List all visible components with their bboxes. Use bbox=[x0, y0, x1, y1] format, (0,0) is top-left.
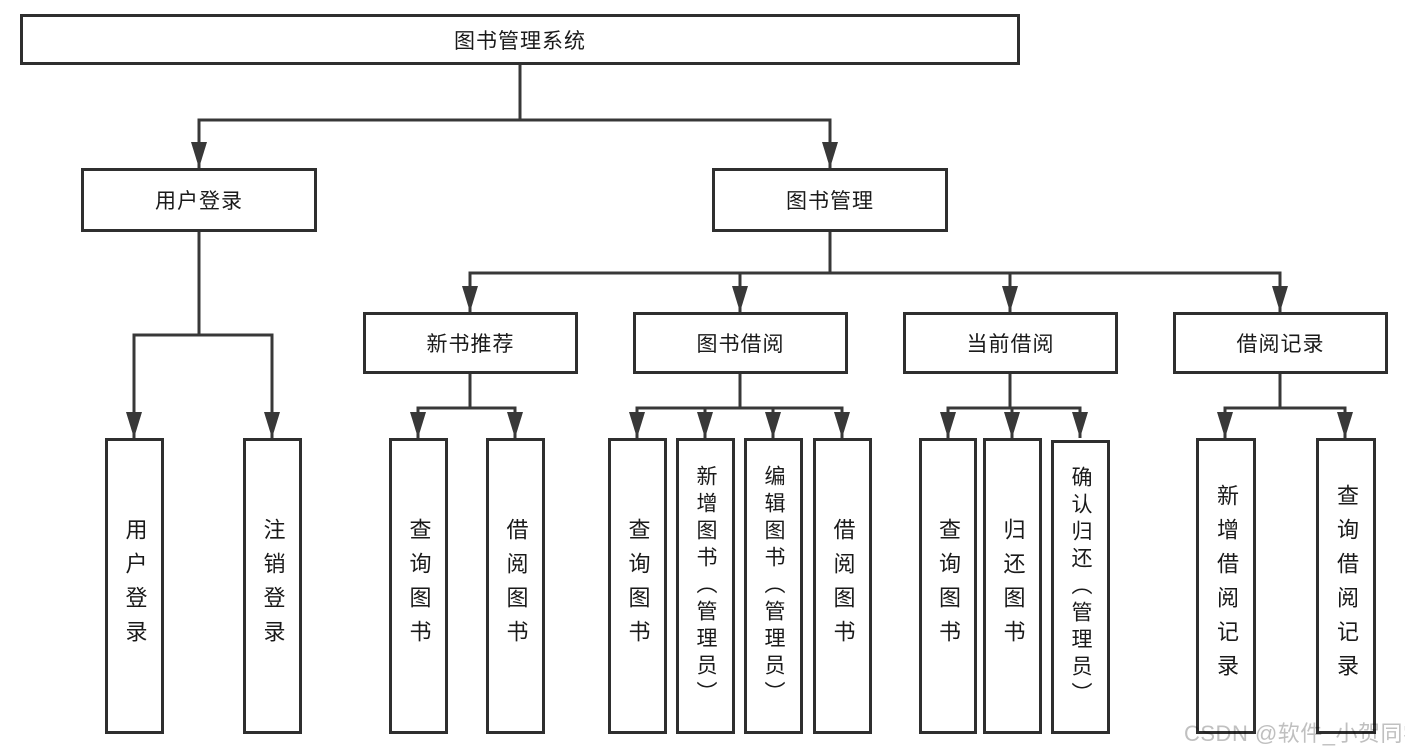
connector-edges bbox=[132, 65, 1347, 438]
node-label: 新增借阅记录 bbox=[1214, 484, 1239, 688]
leaf-query-books-current: 查询图书 bbox=[919, 438, 977, 734]
node-label: 用户登录 bbox=[155, 190, 243, 213]
edge-new-book-rec-to-leaves bbox=[416, 374, 517, 438]
arrowhead-icon bbox=[822, 142, 838, 168]
arrowhead-icon bbox=[126, 412, 142, 438]
leaf-add-borrow-record: 新增借阅记录 bbox=[1196, 438, 1256, 734]
leaf-query-books-recommend: 查询图书 bbox=[389, 438, 448, 734]
leaf-confirm-return-admin: 确认归还（管理员） bbox=[1051, 440, 1110, 734]
node-label: 新书推荐 bbox=[426, 333, 515, 356]
node-library-management-system: 图书管理系统 bbox=[20, 14, 1020, 65]
arrowhead-icon bbox=[1217, 412, 1233, 438]
node-label: 查询图书 bbox=[936, 518, 961, 654]
node-label: 图书借阅 bbox=[696, 333, 785, 356]
leaf-borrow-books-recommend: 借阅图书 bbox=[486, 438, 545, 734]
node-label: 当前借阅 bbox=[966, 333, 1055, 356]
node-label: 编辑图书（管理员） bbox=[762, 464, 785, 708]
node-label: 查询图书 bbox=[406, 518, 432, 654]
node-label: 借阅记录 bbox=[1236, 333, 1325, 356]
arrowhead-icon bbox=[1337, 412, 1353, 438]
arrowhead-icon bbox=[1072, 412, 1088, 438]
leaf-logout: 注销登录 bbox=[243, 438, 302, 734]
arrowhead-icon bbox=[507, 412, 523, 438]
leaf-add-book-admin: 新增图书（管理员） bbox=[676, 438, 735, 734]
leaf-borrow-books: 借阅图书 bbox=[813, 438, 872, 734]
csdn-watermark: CSDN @软件_小贺同学 bbox=[1184, 721, 1405, 746]
node-label: 确认归还（管理员） bbox=[1069, 465, 1092, 709]
edge-book-mgmt-to-level3 bbox=[468, 232, 1282, 312]
node-label: 注销登录 bbox=[260, 518, 286, 654]
arrowhead-icon bbox=[410, 412, 426, 438]
node-new-book-recommend: 新书推荐 bbox=[363, 312, 578, 374]
leaf-return-books: 归还图书 bbox=[983, 438, 1042, 734]
arrowhead-icon bbox=[1004, 412, 1020, 438]
arrowhead-icon bbox=[1272, 286, 1288, 312]
edge-book-borrow-to-leaves bbox=[635, 374, 844, 438]
node-user-login: 用户登录 bbox=[81, 168, 317, 232]
node-label: 图书管理系统 bbox=[454, 29, 586, 53]
node-label: 查询借阅记录 bbox=[1334, 484, 1359, 688]
leaf-edit-book-admin: 编辑图书（管理员） bbox=[744, 438, 803, 734]
arrowhead-icon bbox=[1002, 286, 1018, 312]
node-label: 归还图书 bbox=[1000, 518, 1026, 654]
leaf-query-borrow-record: 查询借阅记录 bbox=[1316, 438, 1376, 734]
leaf-user-login: 用户登录 bbox=[105, 438, 164, 734]
node-label: 查询图书 bbox=[625, 518, 651, 654]
node-book-management: 图书管理 bbox=[712, 168, 948, 232]
node-label: 图书管理 bbox=[786, 190, 874, 213]
arrowhead-icon bbox=[765, 412, 781, 438]
edge-root-to-level2 bbox=[197, 65, 832, 168]
arrowhead-icon bbox=[940, 412, 956, 438]
edge-user-login-to-leaves bbox=[132, 232, 274, 438]
arrowhead-icon bbox=[264, 412, 280, 438]
leaf-query-books-borrow: 查询图书 bbox=[608, 438, 667, 734]
node-current-borrowing: 当前借阅 bbox=[903, 312, 1118, 374]
edge-borrow-records-to-leaves bbox=[1223, 374, 1347, 438]
arrowhead-icon bbox=[462, 286, 478, 312]
node-label: 新增图书（管理员） bbox=[694, 464, 717, 708]
arrowheads bbox=[126, 142, 1353, 438]
arrowhead-icon bbox=[732, 286, 748, 312]
arrowhead-icon bbox=[629, 412, 645, 438]
node-label: 借阅图书 bbox=[830, 518, 856, 654]
node-borrowing-records: 借阅记录 bbox=[1173, 312, 1388, 374]
node-book-borrowing: 图书借阅 bbox=[633, 312, 848, 374]
arrowhead-icon bbox=[697, 412, 713, 438]
arrowhead-icon bbox=[834, 412, 850, 438]
arrowhead-icon bbox=[191, 142, 207, 168]
node-label: 借阅图书 bbox=[503, 518, 529, 654]
node-label: 用户登录 bbox=[122, 518, 148, 654]
